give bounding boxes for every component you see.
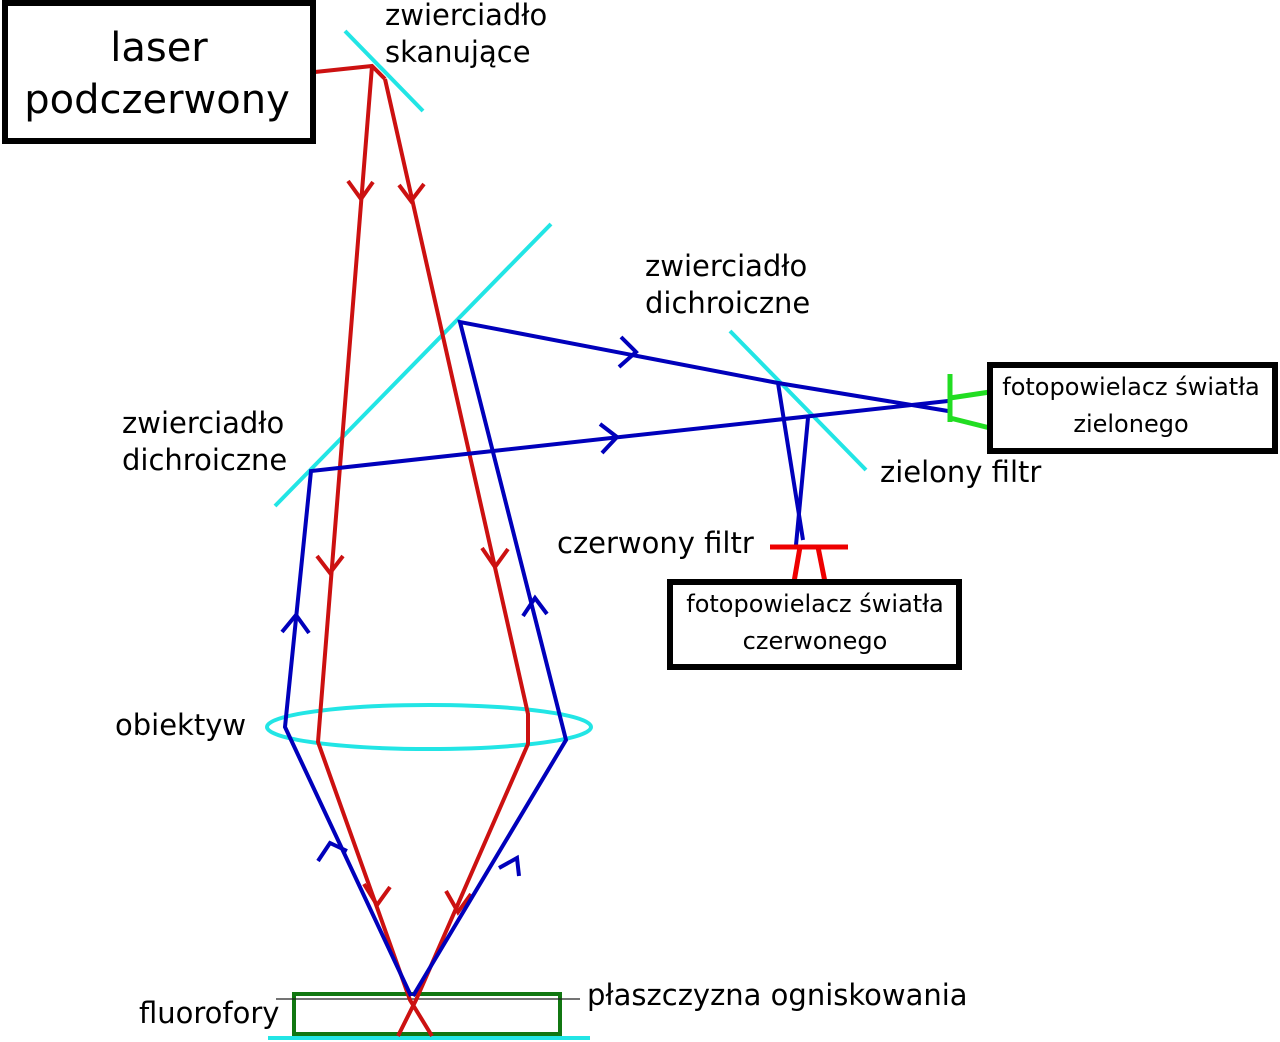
green-filter-label: zielony filtr — [880, 455, 1041, 489]
scanning-mirror — [343, 29, 425, 113]
secondary-dichroic-mirror — [728, 329, 868, 472]
arrowhead — [315, 554, 345, 577]
arrowhead — [498, 854, 521, 877]
secondary-dichroic-label-line1: zwierciadło — [645, 249, 807, 283]
emission-beam-cross — [777, 381, 949, 413]
pmt-green-label-line2: zielonego — [1073, 410, 1188, 438]
focal-plane-label: płaszczyzna ogniskowania — [587, 978, 968, 1012]
arrowhead — [316, 840, 348, 863]
objective-label: obiektyw — [115, 708, 246, 742]
emission-beam-red-branch — [794, 417, 810, 546]
main-dichroic-mirror — [273, 222, 553, 508]
red-filter-leg — [791, 546, 803, 583]
emission-beam-left — [282, 399, 949, 997]
objective-lens — [265, 703, 593, 751]
laser-beam-left — [315, 65, 434, 1038]
arrowhead — [521, 594, 549, 618]
laser-label-line2: podczerwony — [24, 77, 290, 123]
green-filter-leg — [949, 389, 991, 401]
laser-beam-right — [383, 78, 530, 1037]
scan-mirror-label-line2: skanujące — [385, 35, 531, 69]
main-dichroic-label-line2: dichroiczne — [122, 443, 287, 477]
arrowhead — [280, 611, 311, 635]
laser-label-line1: laser — [110, 25, 208, 71]
arrowhead — [346, 179, 375, 203]
fluorophores-label: fluorofory — [139, 996, 279, 1030]
pmt-green-box — [987, 362, 1278, 454]
emission-beam-right — [411, 319, 805, 998]
secondary-dichroic-label-line2: dichroiczne — [645, 286, 810, 320]
arrowhead — [397, 182, 426, 205]
pmt-red-box — [667, 579, 962, 670]
pmt-red-label-line1: fotopowielacz światła — [686, 590, 943, 618]
arrowhead — [480, 546, 510, 571]
red-filter-leg — [815, 546, 828, 583]
arrowhead — [362, 882, 392, 909]
arrowhead — [598, 422, 620, 455]
laser-box — [2, 0, 316, 144]
main-dichroic-label-line1: zwierciadło — [122, 406, 284, 440]
red-filter-label: czerwony filtr — [557, 526, 754, 560]
arrowhead — [617, 335, 639, 369]
scan-mirror-label-line1: zwierciadło — [385, 0, 547, 32]
pmt-red-label-line2: czerwonego — [743, 627, 888, 655]
green-filter-leg — [949, 415, 991, 431]
arrowhead — [444, 890, 473, 916]
sample-box — [292, 992, 562, 1036]
laser-beam-scan — [314, 63, 387, 81]
pmt-green-label-line1: fotopowielacz światła — [1002, 373, 1259, 401]
